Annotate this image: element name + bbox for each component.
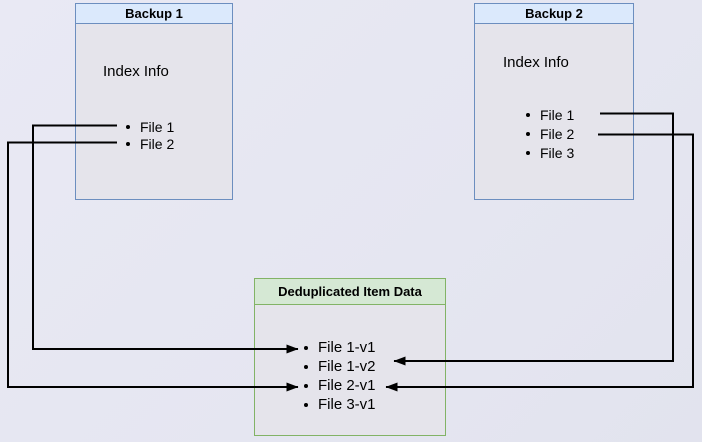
backup2-index-info-label: Index Info [503, 54, 569, 71]
dedup-item-list: File 1-v1 File 1-v2 File 2-v1 File 3-v1 [304, 338, 376, 414]
bullet-icon [526, 112, 530, 117]
bullet-icon [526, 150, 530, 155]
list-item: File 2 [526, 124, 574, 143]
backup1-box: Backup 1 Index Info File 1 File 2 [75, 3, 233, 200]
backup2-file-list: File 1 File 2 File 3 [526, 105, 574, 162]
bullet-icon [126, 141, 130, 146]
bullet-icon [526, 131, 530, 136]
bullet-icon [304, 383, 308, 388]
backup2-box: Backup 2 Index Info File 1 File 2 File 3 [474, 3, 634, 200]
backup1-index-info-label: Index Info [103, 63, 169, 80]
list-item: File 3-v1 [304, 395, 376, 414]
list-item: File 3 [526, 143, 574, 162]
list-item: File 2 [126, 135, 174, 152]
backup1-file-list: File 1 File 2 [126, 118, 174, 152]
dedup-title: Deduplicated Item Data [255, 279, 445, 305]
dedup-box: Deduplicated Item Data File 1-v1 File 1-… [254, 278, 446, 436]
backup2-title: Backup 2 [475, 4, 633, 24]
list-item: File 1-v2 [304, 357, 376, 376]
list-item: File 1 [126, 118, 174, 135]
bullet-icon [126, 124, 130, 129]
bullet-icon [304, 345, 308, 350]
bullet-icon [304, 402, 308, 407]
file-label: File 1 [140, 118, 175, 135]
bullet-icon [304, 364, 308, 369]
dedup-item-label: File 1-v1 [318, 339, 376, 356]
file-label: File 2 [140, 135, 175, 152]
dedup-item-label: File 3-v1 [318, 396, 376, 413]
list-item: File 1 [526, 105, 574, 124]
dedup-item-label: File 1-v2 [318, 358, 376, 375]
file-label: File 1 [540, 106, 575, 123]
backup1-title: Backup 1 [76, 4, 232, 24]
file-label: File 3 [540, 144, 575, 161]
file-label: File 2 [540, 125, 575, 142]
list-item: File 2-v1 [304, 376, 376, 395]
list-item: File 1-v1 [304, 338, 376, 357]
dedup-item-label: File 2-v1 [318, 377, 376, 394]
